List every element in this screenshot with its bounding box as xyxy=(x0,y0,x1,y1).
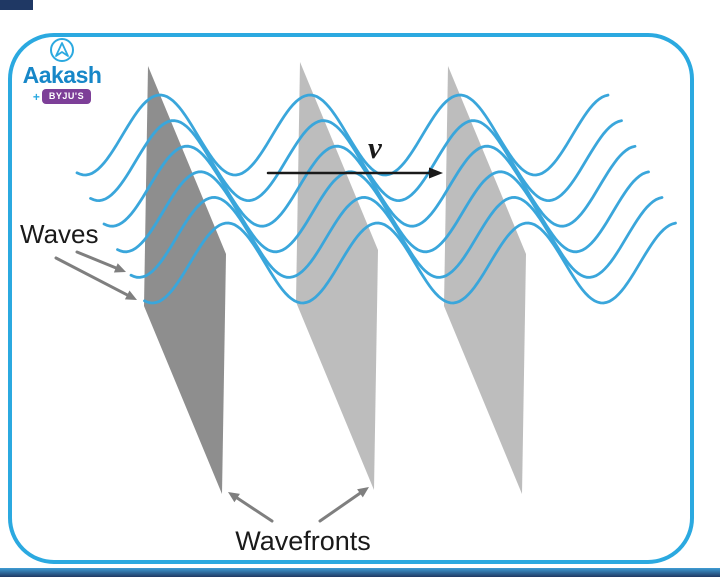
wavefronts-pointer-arrow-head xyxy=(357,487,369,498)
wave-curve xyxy=(143,221,677,305)
wave-curve xyxy=(75,93,610,177)
waves-pointer-arrow-head xyxy=(124,290,137,300)
wavefronts-pointer-arrow-head xyxy=(228,492,240,503)
diagram-border-frame xyxy=(8,33,694,564)
byjus-badge: BYJU'S xyxy=(41,89,92,104)
wave-curve xyxy=(102,144,637,228)
waves-pointer-arrow xyxy=(75,250,118,270)
slide-footer-bar xyxy=(0,568,720,577)
wave-curve xyxy=(116,170,650,254)
waves-label: Waves xyxy=(20,219,99,249)
aakash-logo: Aakash + BYJU'S xyxy=(12,37,112,104)
byjus-badge-row: + BYJU'S xyxy=(12,89,112,104)
wavefronts-pointer-arrow xyxy=(318,491,362,523)
velocity-arrow-head xyxy=(429,167,443,179)
wavefront-plane xyxy=(296,62,378,490)
wavefront-plane xyxy=(144,66,226,494)
wave-curve xyxy=(129,195,664,279)
velocity-vector-label: v⃗ xyxy=(368,130,406,165)
waves-pointer-arrow xyxy=(54,256,129,297)
aakash-brand-text: Aakash xyxy=(22,62,102,88)
aakash-logo-icon xyxy=(50,38,74,62)
plus-icon: + xyxy=(32,89,40,104)
wavefronts-label: Wavefronts xyxy=(235,526,371,556)
wave-curve xyxy=(89,119,623,203)
wavefront-plane xyxy=(444,66,526,494)
wavefronts-pointer-arrow xyxy=(235,496,274,523)
waves-pointer-arrow-head xyxy=(113,263,126,273)
slide-corner-accent xyxy=(0,0,33,10)
